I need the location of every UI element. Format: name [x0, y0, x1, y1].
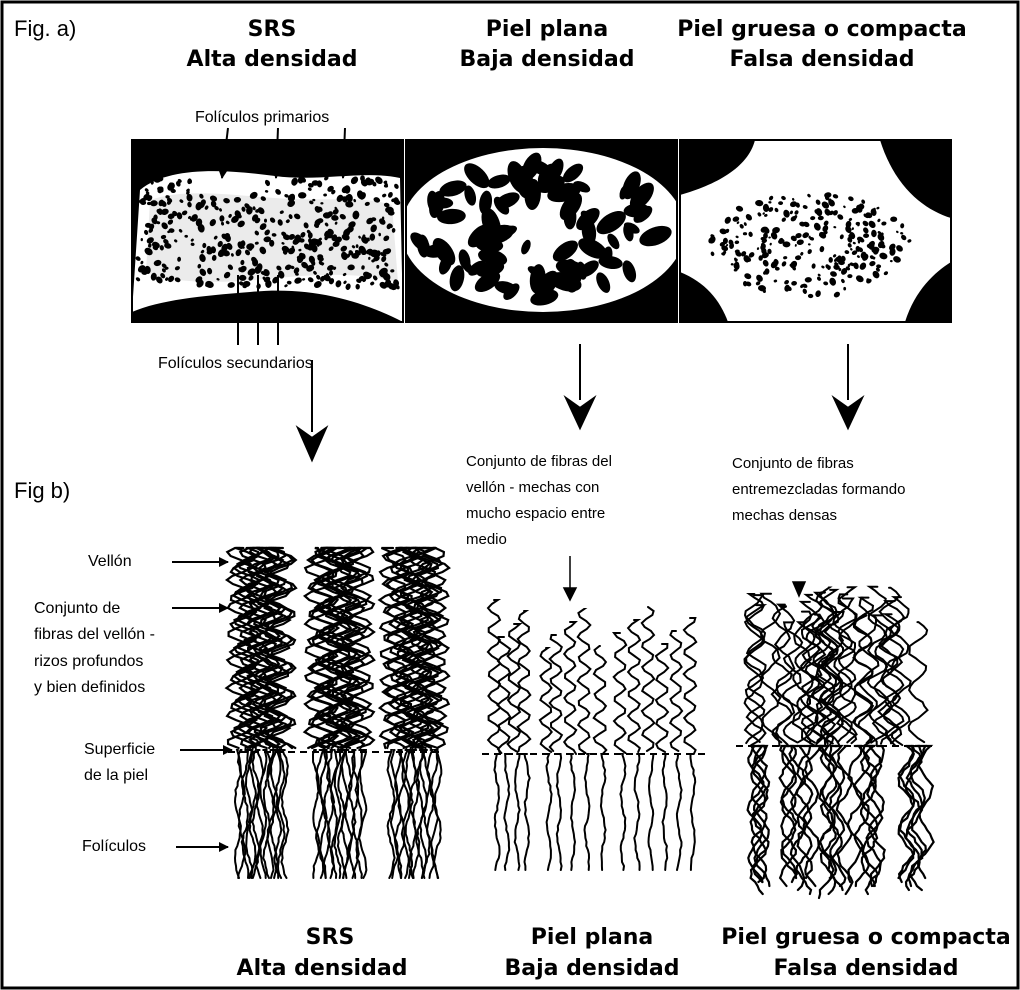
svg-text:Conjunto de fibras: Conjunto de fibras	[732, 455, 854, 472]
col1-title: SRS	[248, 17, 297, 42]
col2-title: Piel plana	[486, 17, 608, 42]
fig-b-label: Fig b)	[14, 478, 70, 503]
bottom-thick-title: Piel gruesa o compacta	[721, 925, 1010, 950]
svg-text:Superficie: Superficie	[84, 741, 155, 758]
follicles-label: Folículos	[82, 838, 146, 855]
svg-text:mechas densas: mechas densas	[732, 507, 837, 524]
svg-text:vellón - mechas con: vellón - mechas con	[466, 479, 599, 496]
primary-follicles-label: Folículos primarios	[195, 109, 329, 126]
micrograph-thick-skin	[680, 140, 951, 322]
col3-subtitle: Falsa densidad	[729, 47, 914, 72]
svg-text:entremezcladas formando: entremezcladas formando	[732, 481, 905, 498]
col2-subtitle: Baja densidad	[460, 47, 635, 72]
svg-text:mucho espacio entre: mucho espacio entre	[466, 505, 605, 522]
micrograph-flat-skin	[401, 140, 685, 322]
svg-text:y bien definidos: y bien definidos	[34, 679, 145, 696]
col1-subtitle: Alta densidad	[187, 47, 358, 72]
svg-text:de la piel: de la piel	[84, 767, 148, 784]
svg-text:fibras del vellón -: fibras del vellón -	[34, 626, 155, 643]
secondary-follicles-label: Folículos secundarios	[158, 355, 313, 372]
bottom-flat-title: Piel plana	[531, 925, 653, 950]
fig-a-label: Fig. a)	[14, 16, 76, 41]
bottom-srs-subtitle: Alta densidad	[237, 956, 408, 981]
fleece-label: Vellón	[88, 553, 132, 570]
micrograph-srs	[132, 140, 403, 322]
bottom-thick-subtitle: Falsa densidad	[773, 956, 958, 981]
svg-text:Conjunto de fibras del: Conjunto de fibras del	[466, 453, 612, 470]
col3-title: Piel gruesa o compacta	[677, 17, 966, 42]
bottom-srs-title: SRS	[306, 925, 355, 950]
svg-text:medio: medio	[466, 531, 507, 548]
bottom-flat-subtitle: Baja densidad	[505, 956, 680, 981]
svg-text:rizos profundos: rizos profundos	[34, 653, 143, 670]
svg-text:Conjunto de: Conjunto de	[34, 600, 120, 617]
